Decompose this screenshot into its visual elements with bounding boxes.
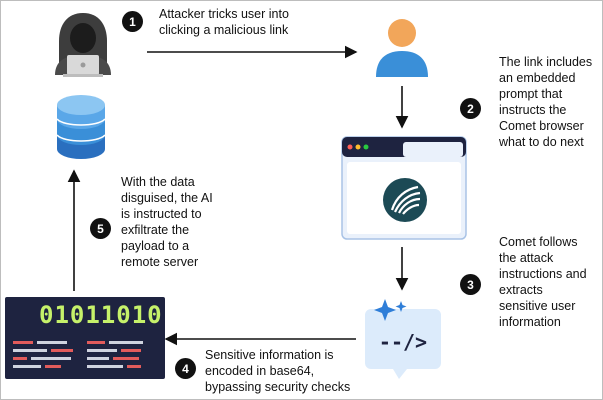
step-5-text: With the data disguised, the AI is instr… <box>121 175 213 269</box>
binary-code-screen-icon <box>5 297 165 379</box>
step-4-text: Sensitive information is encoded in base… <box>205 348 351 394</box>
hooded-hacker-icon <box>55 13 111 77</box>
step-3-text: Comet follows the attack instructions an… <box>499 235 587 329</box>
step-1-badge: 1 <box>122 11 143 32</box>
step-2-badge: 2 <box>460 98 481 119</box>
database-server-icon <box>56 95 106 159</box>
binary-code-text: 01011010 <box>39 301 163 329</box>
step-5-badge: 5 <box>90 218 111 239</box>
user-icon <box>376 19 428 77</box>
svg-text:--/>: --/> <box>379 330 427 354</box>
ai-sparkle-code-icon: --/> <box>365 299 441 379</box>
step-4-badge: 4 <box>175 358 196 379</box>
comet-logo-icon <box>383 178 427 222</box>
step-2-text: The link includes an embedded prompt tha… <box>499 55 593 149</box>
step-3-badge: 3 <box>460 274 481 295</box>
step-1-text: Attacker tricks user into clicking a mal… <box>159 7 289 37</box>
